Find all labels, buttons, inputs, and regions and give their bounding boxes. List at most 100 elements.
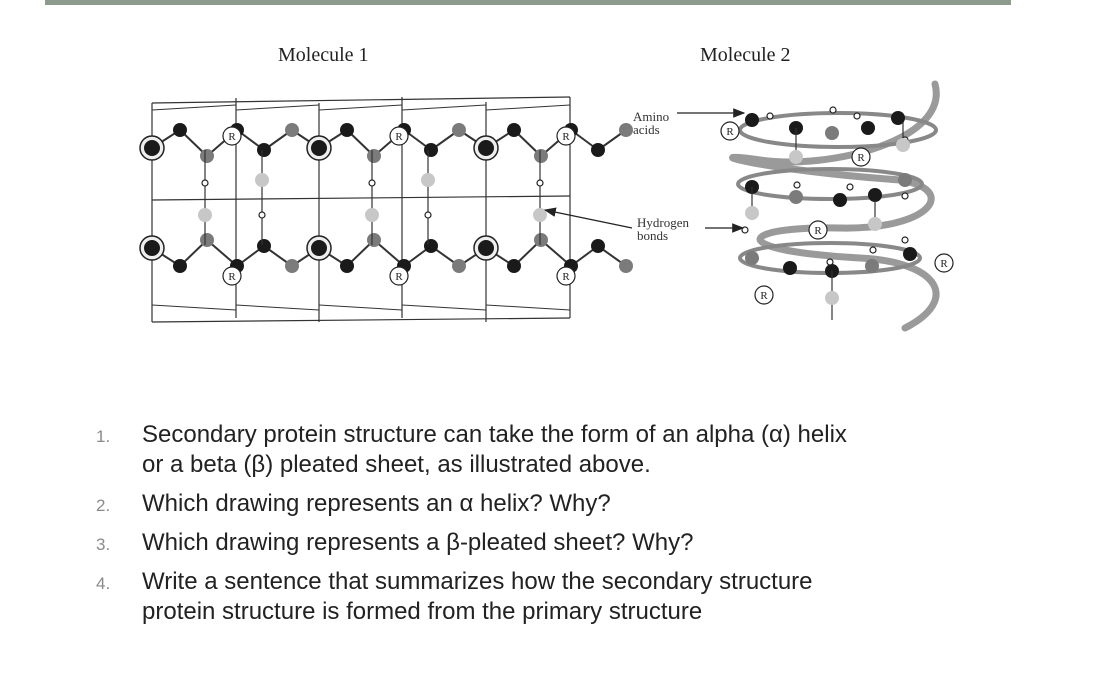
molecule-2-title: Molecule 2 — [700, 44, 791, 66]
atom — [478, 240, 494, 256]
oxygen — [793, 181, 801, 189]
hydrogen-bonds-label: Hydrogen bonds — [637, 216, 689, 242]
atom — [868, 217, 882, 231]
r-group-label: R — [814, 225, 822, 237]
bond — [485, 104, 571, 111]
atom — [198, 208, 212, 222]
atom — [507, 123, 521, 137]
question-number: 2. — [96, 496, 111, 515]
hbond-label-line1: Hydrogen — [637, 215, 689, 230]
question-text: protein structure is formed from the pri… — [142, 598, 703, 625]
r-group — [556, 266, 576, 286]
question-text: Secondary protein structure can take the… — [142, 421, 847, 448]
r-group — [222, 126, 242, 146]
oxygen — [766, 112, 774, 120]
atom — [745, 206, 759, 220]
oxygen — [829, 106, 837, 114]
oxygen — [258, 211, 266, 219]
atom — [340, 123, 354, 137]
helix-turn — [738, 111, 938, 149]
atom — [452, 123, 466, 137]
oxygen — [201, 179, 209, 187]
r-group — [556, 126, 576, 146]
question-item: 1. Secondary protein structure can take … — [90, 420, 1050, 480]
atom — [745, 113, 759, 127]
bond — [235, 304, 320, 311]
atom — [745, 251, 759, 265]
atom — [421, 173, 435, 187]
question-item: 3. Which drawing represents a β-pleated … — [90, 528, 1050, 558]
r-group — [222, 266, 242, 286]
r-group-label: R — [760, 290, 768, 302]
atom — [478, 140, 494, 156]
r-group-label: R — [228, 271, 236, 283]
atom — [424, 143, 438, 157]
atom — [903, 247, 917, 261]
question-text: Which drawing represents an α helix? Why… — [142, 490, 611, 517]
oxygen — [869, 246, 877, 254]
molecule-1-title: Molecule 1 — [278, 44, 369, 66]
r-group — [389, 126, 409, 146]
r-group — [808, 220, 828, 240]
oxygen — [846, 183, 854, 191]
oxygen — [901, 236, 909, 244]
r-group-label: R — [395, 271, 403, 283]
question-item: 4. Write a sentence that summarizes how … — [90, 567, 1050, 627]
atom — [861, 121, 875, 135]
atom — [507, 259, 521, 273]
atom — [898, 173, 912, 187]
r-group — [389, 266, 409, 286]
question-text: Write a sentence that summarizes how the… — [142, 568, 813, 595]
atom — [173, 123, 187, 137]
atom — [311, 240, 327, 256]
oxygen — [826, 258, 834, 266]
atom — [144, 140, 160, 156]
r-group-label: R — [726, 126, 734, 138]
oxygen — [536, 179, 544, 187]
atom — [619, 123, 633, 137]
atom — [452, 259, 466, 273]
atom — [534, 233, 548, 247]
atom — [367, 149, 381, 163]
atom — [257, 239, 271, 253]
bond — [318, 304, 403, 311]
atom — [833, 193, 847, 207]
bond — [151, 104, 237, 111]
question-number: 3. — [96, 535, 111, 554]
atom — [619, 259, 633, 273]
helix-turn — [736, 167, 924, 201]
atom — [257, 143, 271, 157]
oxygen — [901, 192, 909, 200]
question-list: 1. Secondary protein structure can take … — [90, 420, 1050, 636]
question-number: 1. — [96, 427, 111, 446]
helix-backbone — [729, 80, 940, 332]
atom — [311, 140, 327, 156]
oxygen — [424, 211, 432, 219]
atom — [365, 208, 379, 222]
r-group-label: R — [395, 131, 403, 143]
atom — [891, 111, 905, 125]
atom — [865, 259, 879, 273]
slide-top-bar — [45, 0, 1011, 5]
atom — [200, 233, 214, 247]
bond — [151, 317, 571, 323]
atom — [591, 143, 605, 157]
atom — [783, 261, 797, 275]
amino-acids-label: Amino acids — [633, 110, 669, 136]
bond — [401, 104, 487, 111]
atom — [825, 126, 839, 140]
atom — [144, 240, 160, 256]
atom — [285, 259, 299, 273]
hbond-arrow-left — [543, 207, 633, 229]
amino-label-line1: Amino — [633, 109, 670, 124]
r-group — [720, 121, 740, 141]
atom — [868, 188, 882, 202]
atom — [534, 149, 548, 163]
bond — [318, 104, 403, 111]
oxygen — [368, 179, 376, 187]
atom — [896, 138, 910, 152]
bond — [151, 195, 571, 201]
r-group-label: R — [228, 131, 236, 143]
atom — [789, 190, 803, 204]
